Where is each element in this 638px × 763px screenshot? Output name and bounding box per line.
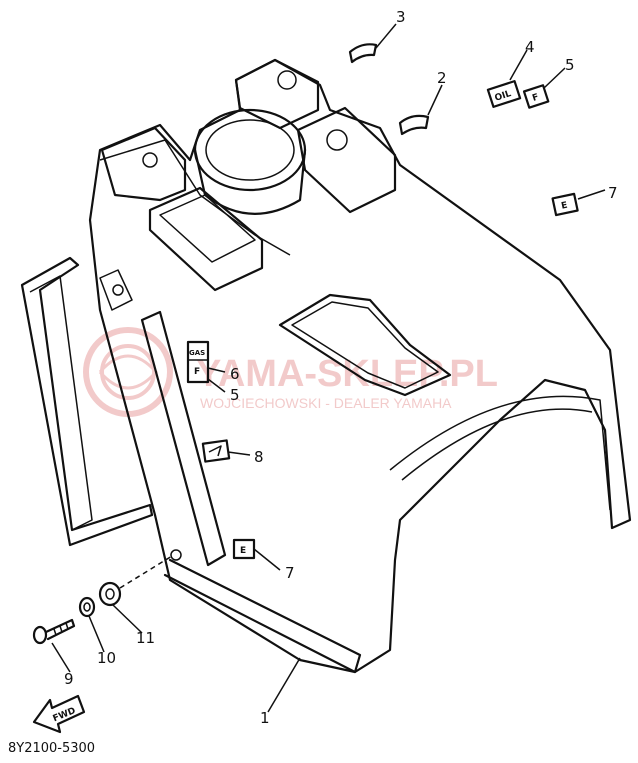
label-oil: OIL	[486, 80, 522, 108]
callout-10: 10	[97, 649, 116, 667]
label-arrow-8	[201, 439, 231, 463]
diagram-code: 8Y2100-5300	[8, 741, 95, 756]
svg-text:GAS: GAS	[189, 349, 205, 357]
svg-text:OIL: OIL	[494, 89, 513, 104]
watermark-sub-text: WOJCIECHOWSKI - DEALER YAMAHA	[200, 395, 452, 411]
callout-1: 1	[260, 709, 270, 727]
fwd-arrow-icon: FWD	[32, 694, 86, 734]
label-gas-f: GAS F	[186, 340, 210, 384]
leader-lines	[51, 23, 606, 713]
callout-9: 9	[64, 670, 74, 688]
callout-7-top: 7	[608, 184, 618, 202]
front-cover-body	[20, 58, 632, 674]
callout-2: 2	[437, 69, 447, 87]
label-e-top: E	[551, 192, 579, 217]
svg-text:E: E	[560, 201, 568, 212]
callout-5-top: 5	[565, 56, 575, 74]
callouts: 3 4 5 2 7 6 5 8 7 11 10 9 1	[64, 8, 618, 727]
callout-7-bottom: 7	[285, 564, 295, 582]
washer-10	[78, 596, 96, 618]
callout-6: 6	[230, 365, 240, 383]
label-e-bottom: E	[232, 538, 256, 560]
callout-3: 3	[396, 8, 406, 26]
callout-5-mid: 5	[230, 386, 240, 404]
svg-text:F: F	[194, 367, 200, 377]
bolt-9	[32, 618, 76, 645]
callout-4: 4	[525, 38, 535, 56]
svg-text:E: E	[240, 546, 246, 556]
trim-piece-2	[398, 114, 430, 136]
callout-8: 8	[254, 448, 264, 466]
label-f-top: F	[522, 84, 550, 109]
trim-piece-3	[348, 43, 378, 64]
callout-11: 11	[136, 629, 155, 647]
svg-text:F: F	[531, 92, 540, 103]
washer-11	[98, 581, 122, 607]
